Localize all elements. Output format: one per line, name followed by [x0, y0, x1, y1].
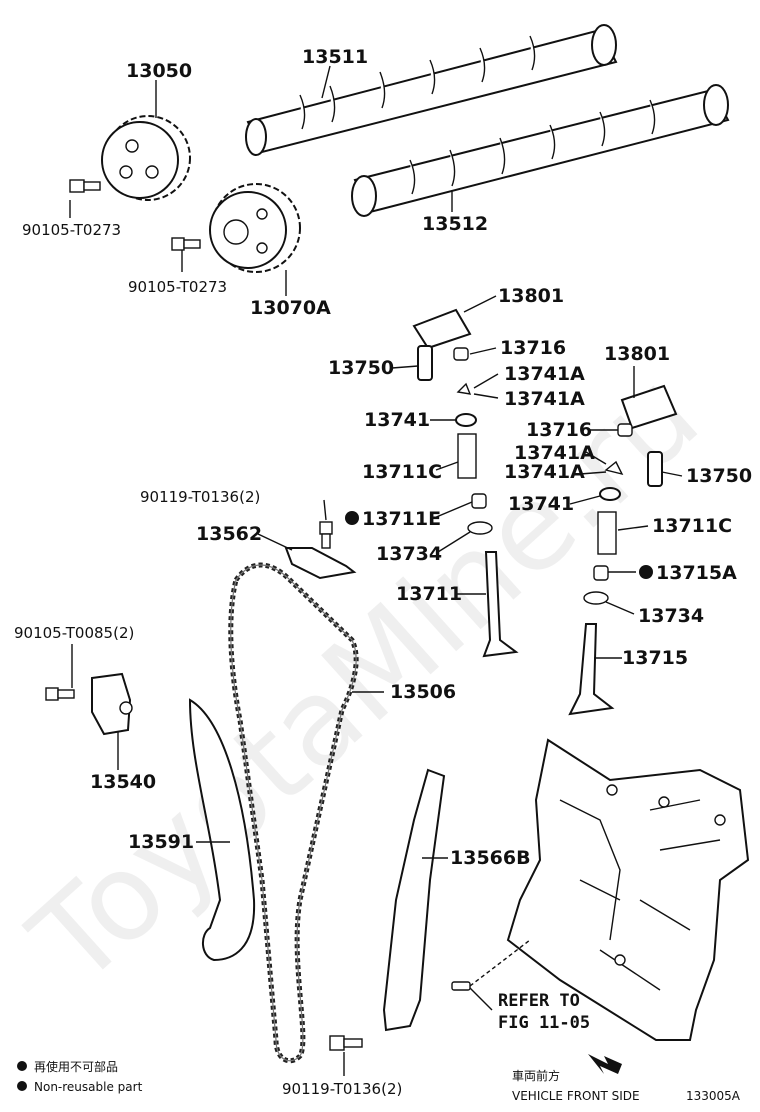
label-13750-left: 13750 [328, 357, 394, 379]
timing-chain-13506 [228, 562, 359, 1064]
label-13562: 13562 [196, 523, 262, 545]
label-13540: 13540 [90, 771, 156, 793]
camshaft-intake [245, 24, 618, 156]
label-90119-t0136-upper: 90119-T0136(2) [140, 488, 260, 506]
label-13716-right: 13716 [526, 419, 592, 441]
seal-13711e [471, 493, 487, 509]
legend: 再使用不可部品 Non-reusable part [17, 1059, 143, 1094]
label-13741-left: 13741 [364, 409, 430, 431]
vehicle-front-en: VEHICLE FRONT SIDE [512, 1089, 640, 1103]
refer-line-2: FIG 11-05 [498, 1013, 590, 1033]
label-13741a-3: 13741A [514, 442, 595, 464]
label-13741a-2: 13741A [504, 388, 585, 410]
bolt-90119-t0136-upper [319, 521, 333, 549]
lash-adjuster-13750-right [647, 451, 663, 487]
label-13741a-4: 13741A [504, 461, 585, 483]
label-13711c-right: 13711C [652, 515, 732, 537]
part-labels: 13050 13511 13512 90105-T0273 90105-T027… [14, 46, 752, 1098]
label-13741-right: 13741 [508, 493, 574, 515]
label-90105-t0085: 90105-T0085(2) [14, 624, 134, 642]
label-13512: 13512 [422, 213, 488, 235]
lash-adjuster-13750-left [417, 345, 433, 381]
bracket-13562 [284, 547, 357, 580]
label-13716-left: 13716 [500, 337, 566, 359]
bolt-90105-t0085 [45, 687, 75, 701]
bolt-90105-t0273-upper [69, 179, 101, 193]
label-90105-t0273-upper: 90105-T0273 [22, 221, 121, 239]
label-13566b: 13566B [450, 847, 531, 869]
keepers-13741a-left [456, 382, 472, 395]
label-13050: 13050 [126, 60, 192, 82]
chain-guide-13566b [382, 768, 446, 1032]
label-13734-right: 13734 [638, 605, 704, 627]
label-13801-right: 13801 [604, 343, 670, 365]
chain-tensioner-13540 [91, 672, 133, 736]
label-13506: 13506 [390, 681, 456, 703]
dowel-pin [451, 981, 471, 991]
rocker-arm-13801-left [412, 308, 472, 350]
valve-tip-13716-left [453, 347, 469, 361]
label-90119-t0136-lower: 90119-T0136(2) [282, 1080, 402, 1098]
valve-13711 [482, 551, 519, 658]
washer-13734-left [467, 521, 493, 535]
engine-block [506, 738, 750, 1041]
label-90105-t0273-lower: 90105-T0273 [128, 278, 227, 296]
valve-tip-13716-right [617, 423, 633, 437]
label-13591: 13591 [128, 831, 194, 853]
retainer-13741-right [599, 487, 621, 501]
label-13715: 13715 [622, 647, 688, 669]
camshaft-exhaust [351, 84, 730, 217]
cam-timing-gear-13070a [209, 183, 301, 273]
label-13511: 13511 [302, 46, 368, 68]
label-13734-left: 13734 [376, 543, 442, 565]
legend-en: Non-reusable part [34, 1080, 143, 1094]
label-13801-left: 13801 [498, 285, 564, 307]
seal-13715a [593, 565, 609, 581]
label-13715a: 13715A [656, 562, 737, 584]
arrow-icon [588, 1054, 622, 1074]
washer-13734-right [583, 591, 609, 605]
leader-lines [69, 65, 683, 1076]
non-reusable-dot-13715a [639, 565, 653, 579]
non-reusable-dot-13711e [345, 511, 359, 525]
valve-13715 [568, 623, 615, 716]
footer: 車両前方 VEHICLE FRONT SIDE 133005A [512, 1054, 741, 1103]
label-13711: 13711 [396, 583, 462, 605]
rocker-arm-13801-right [620, 384, 678, 430]
chain-slipper-13591 [188, 698, 256, 962]
spring-13711c-right [597, 511, 617, 555]
legend-jp: 再使用不可部品 [34, 1059, 118, 1074]
label-13711e: 13711E [362, 508, 441, 530]
refer-line-1: REFER TO [498, 991, 580, 1011]
vehicle-front-jp: 車両前方 [512, 1068, 560, 1083]
retainer-13741-left [455, 413, 477, 427]
figure-code: 133005A [686, 1089, 741, 1103]
legend-dot-en [17, 1081, 27, 1091]
bolt-90105-t0273-lower [171, 237, 201, 251]
cam-timing-gear-13050 [101, 115, 191, 201]
label-13711c-left: 13711C [362, 461, 442, 483]
label-13070a: 13070A [250, 297, 331, 319]
legend-dot-jp [17, 1061, 27, 1071]
label-13741a-1: 13741A [504, 363, 585, 385]
keepers-13741a-right [604, 460, 624, 476]
label-13750-right: 13750 [686, 465, 752, 487]
spring-13711c-left [457, 433, 477, 479]
bolt-90119-t0136-lower [329, 1035, 363, 1051]
